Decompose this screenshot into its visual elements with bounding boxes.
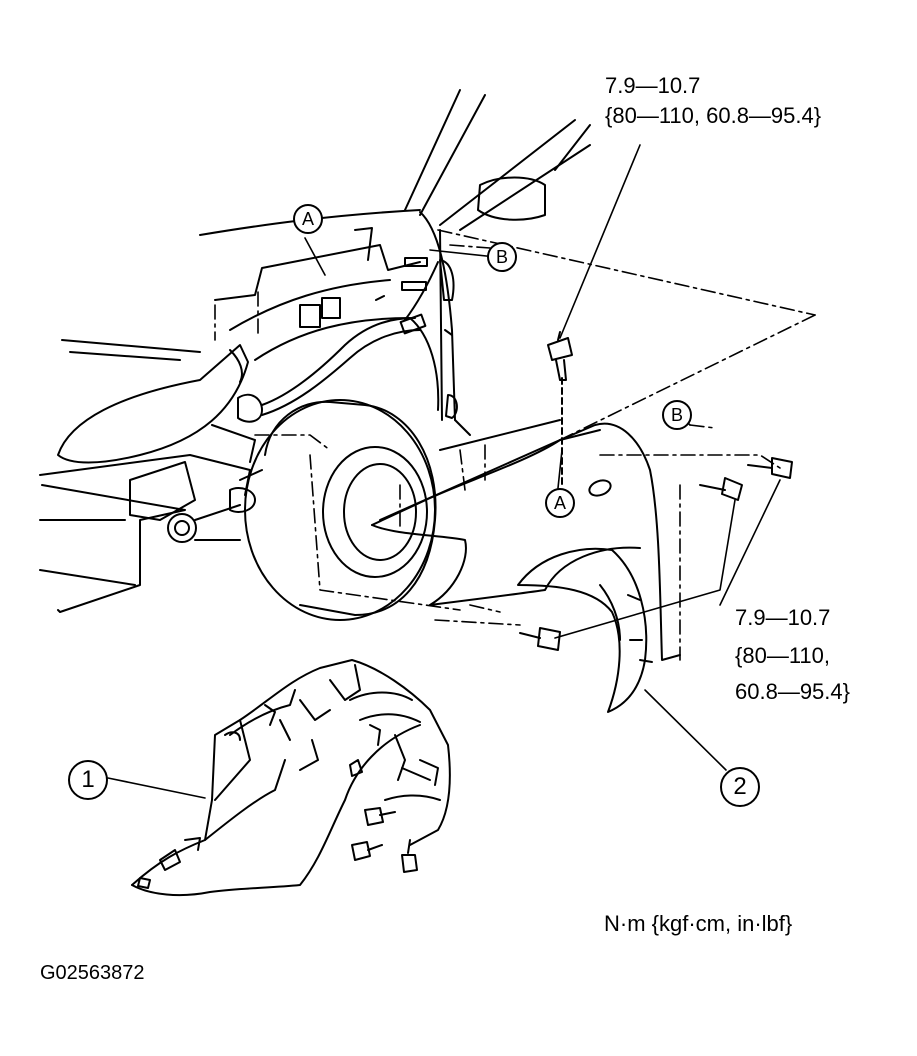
a-pillar-and-windshield bbox=[199, 89, 591, 436]
callout-ref-b-lower: B bbox=[662, 400, 692, 430]
torque-spec-upper-line2: {80—110, 60.8—95.4} bbox=[605, 103, 822, 128]
figure-code: G02563872 bbox=[40, 962, 145, 984]
units-note: N·m {kgf·cm, in·lbf} bbox=[604, 911, 793, 936]
callout-ref-b-upper: B bbox=[487, 242, 517, 272]
callout-part-1: 1 bbox=[68, 760, 108, 800]
clip-fastener-upper bbox=[547, 144, 641, 489]
callout-part-2: 2 bbox=[720, 767, 760, 807]
torque-spec-upper-line1: 7.9—10.7 bbox=[605, 73, 701, 98]
front-bumper bbox=[39, 454, 251, 613]
torque-spec-right-line2: {80—110, bbox=[735, 643, 831, 668]
callout-ref-a-upper: A bbox=[293, 204, 323, 234]
liner-1-fasteners bbox=[349, 759, 418, 873]
side-mirror bbox=[477, 176, 546, 221]
fender-panel bbox=[371, 419, 681, 661]
torque-spec-right-line1: 7.9—10.7 bbox=[735, 605, 831, 630]
suspension bbox=[167, 313, 427, 543]
torque-spec-right-line3: 60.8—95.4} bbox=[735, 679, 850, 704]
tire bbox=[239, 399, 437, 621]
screw-fasteners-right bbox=[519, 457, 793, 651]
headlight bbox=[57, 339, 249, 464]
apron-panel bbox=[214, 227, 458, 419]
callout-ref-a-lower: A bbox=[545, 488, 575, 518]
liner-part-2 bbox=[517, 547, 653, 713]
